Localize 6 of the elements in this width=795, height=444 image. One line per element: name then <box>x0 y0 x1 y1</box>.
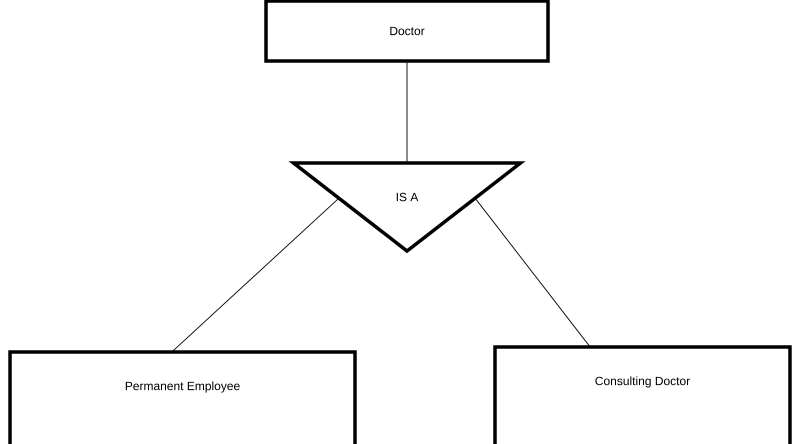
connector-line <box>406 62 408 164</box>
entity-box: Doctor <box>264 0 550 63</box>
entity-box: Permanent Employee <box>8 350 357 444</box>
connector-line <box>474 198 590 348</box>
entity-box: Consulting Doctor <box>493 345 792 444</box>
connector-line <box>172 198 340 352</box>
